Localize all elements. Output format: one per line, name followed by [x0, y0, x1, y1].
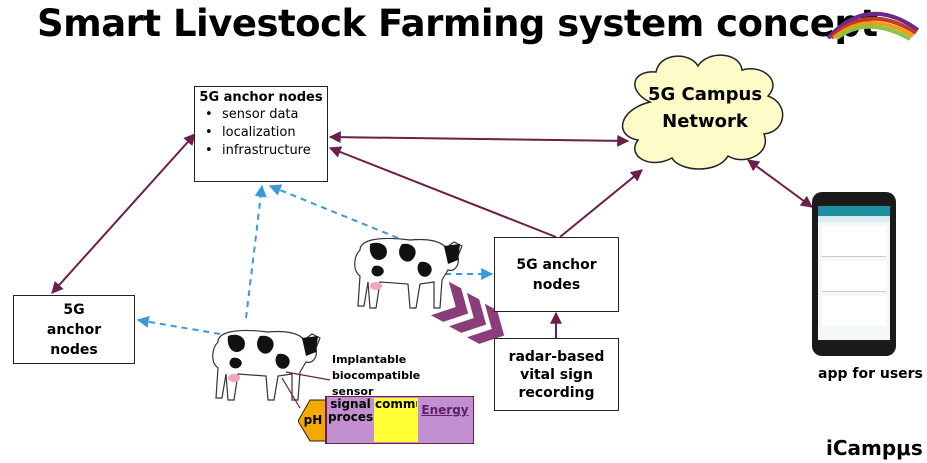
campus-network-label: 5G Campus Network	[647, 84, 763, 132]
dashed-cow2-left	[136, 315, 221, 335]
app-label: app for users	[818, 366, 923, 382]
anchor-node-top-heading: 5G anchor nodes	[199, 90, 323, 105]
brand-logo: iCampμs	[826, 436, 923, 460]
implant-caption: Implantable biocompatible sensor	[332, 353, 421, 398]
arrow-right-node-cloud	[559, 169, 643, 238]
signal-processing-module: signal processing	[328, 398, 373, 424]
ph-module: pH	[303, 414, 323, 427]
communication-module: communication	[375, 398, 417, 411]
anchor-node-right-label: 5G anchor nodes	[516, 256, 597, 293]
bullet-item: sensor data	[205, 106, 327, 124]
radar-recording-label: radar-based vital sign recording	[508, 348, 605, 401]
page-title: Smart Livestock Farming system concept	[37, 2, 878, 45]
campus-network-cloud	[621, 54, 784, 170]
anchor-node-right: 5G anchor nodes	[494, 237, 619, 312]
anchor-node-top-bullets: sensor data localization infrastructure	[195, 106, 327, 160]
bullet-item: localization	[205, 124, 327, 142]
dashed-cow2-top	[245, 184, 267, 319]
sensor-strip: pH signal processing communication Energ…	[298, 396, 474, 444]
anchor-node-left: 5G anchor nodes	[13, 295, 135, 364]
dashed-cow1-top	[268, 184, 399, 239]
anchor-node-left-label: 5G anchor nodes	[46, 301, 102, 358]
phone-icon	[812, 192, 896, 356]
arrow-top-left-node	[51, 133, 196, 294]
arrow-top-cloud	[328, 131, 630, 147]
arrow-top-right-node	[328, 146, 557, 238]
bullet-item: infrastructure	[205, 142, 327, 160]
arrow-cloud-phone	[747, 159, 813, 208]
radar-recording-box: radar-based vital sign recording	[494, 338, 619, 411]
anchor-node-top: 5G anchor nodes sensor data localization…	[194, 86, 328, 182]
energy-module: Energy	[421, 404, 469, 417]
